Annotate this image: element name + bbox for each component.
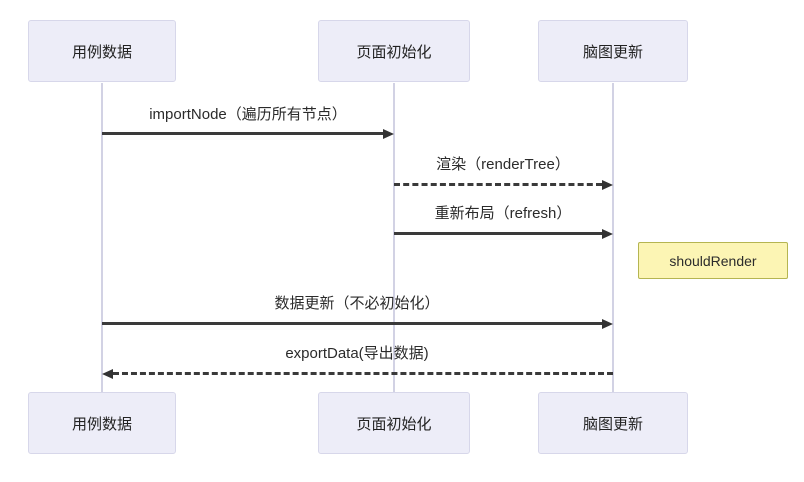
actor-top-page-init: 页面初始化 [318, 20, 470, 82]
note-label: shouldRender [669, 252, 757, 269]
actor-bottom-page-init: 页面初始化 [318, 392, 470, 454]
message-rendertree-label: 渲染（renderTree） [436, 156, 570, 173]
arrowhead-right-icon [602, 319, 613, 329]
message-exportdata-label: exportData(导出数据) [285, 345, 429, 362]
actor-label: 用例数据 [71, 43, 132, 61]
arrowhead-right-icon [383, 129, 394, 139]
message-refresh-line [394, 232, 602, 235]
arrowhead-right-icon [602, 180, 613, 190]
lifeline-page-init [393, 83, 395, 393]
actor-label: 页面初始化 [356, 415, 432, 433]
actor-label: 脑图更新 [582, 43, 643, 61]
actor-top-mindmap-update: 脑图更新 [538, 20, 688, 82]
lifeline-usecase-data [101, 83, 103, 393]
lifeline-mindmap-update [612, 83, 614, 393]
actor-top-usecase-data: 用例数据 [28, 20, 176, 82]
actor-label: 脑图更新 [582, 415, 643, 433]
actor-label: 用例数据 [71, 415, 132, 433]
message-rendertree-line [394, 183, 602, 186]
actor-label: 页面初始化 [356, 43, 432, 61]
arrowhead-right-icon [602, 229, 613, 239]
actor-bottom-usecase-data: 用例数据 [28, 392, 176, 454]
message-exportdata-line [113, 372, 613, 375]
message-importnode-line [102, 132, 383, 135]
note-shouldrender: shouldRender [638, 242, 788, 279]
message-importnode-label: importNode（遍历所有节点） [149, 106, 347, 123]
actor-bottom-mindmap-update: 脑图更新 [538, 392, 688, 454]
arrowhead-left-icon [102, 369, 113, 379]
message-dataupdate-label: 数据更新（不必初始化） [274, 295, 440, 312]
message-dataupdate-line [102, 322, 602, 325]
message-refresh-label: 重新布局（refresh） [434, 205, 572, 222]
